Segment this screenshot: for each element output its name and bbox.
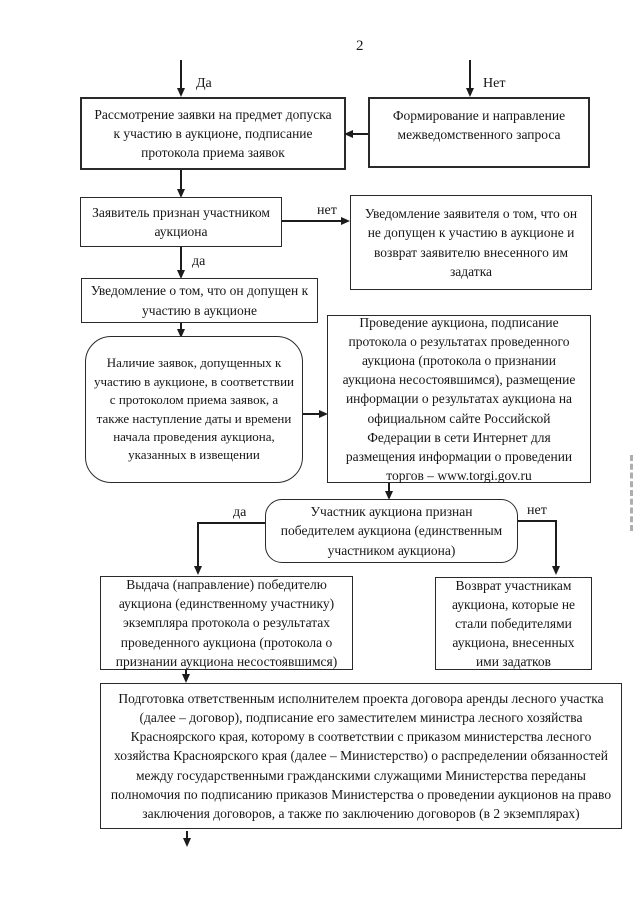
connector-line-yes-mid — [180, 247, 182, 272]
arrow-down-icon — [176, 189, 185, 198]
connector-line-no-decision — [518, 520, 557, 522]
connector-line — [303, 413, 320, 415]
node-review-application: Рассмотрение заявки на предмет допуска к… — [80, 97, 346, 170]
connector-line-no-mid — [282, 220, 342, 222]
connector-line-no-decision-v — [555, 520, 557, 567]
connector-line-top-yes — [180, 60, 182, 88]
branch-label-no-mid: нет — [317, 203, 337, 218]
node-applicant-recognized: Заявитель признан участником аукциона — [80, 197, 282, 247]
arrow-down-icon — [182, 838, 191, 847]
connector-line-top-no — [469, 60, 471, 88]
arrow-right-icon — [319, 409, 328, 418]
arrow-down-icon — [551, 566, 560, 575]
arrow-down-icon — [176, 270, 185, 279]
connector-line-yes-decision-v — [197, 522, 199, 567]
branch-label-yes-mid: да — [192, 254, 206, 269]
arrow-down-icon — [176, 329, 185, 338]
connector-line — [180, 323, 182, 330]
connector-line-exit — [186, 831, 188, 839]
node-denial-notice: Уведомление заявителя о том, что он не д… — [350, 195, 592, 290]
branch-label-no-top: Нет — [483, 76, 506, 91]
branch-label-no-decision: нет — [527, 503, 547, 518]
arrow-down-icon — [181, 674, 190, 683]
node-admission-notice: Уведомление о том, что он допущен к учас… — [81, 278, 318, 323]
connector-line — [388, 483, 390, 492]
node-auction-conduct: Проведение аукциона, подписание протокол… — [327, 315, 591, 483]
node-deposit-refund: Возврат участникам аукциона, которые не … — [435, 577, 592, 670]
connector-line-yes-decision — [197, 522, 265, 524]
arrow-down-icon — [384, 491, 393, 500]
arrow-right-icon — [341, 216, 350, 225]
node-interagency-request: Формирование и направление межведомствен… — [368, 97, 590, 168]
node-protocol-issue: Выдача (направление) победителю аукциона… — [100, 576, 353, 670]
scan-artifact — [630, 455, 633, 531]
page-number: 2 — [356, 38, 364, 54]
connector-line — [185, 670, 187, 675]
arrow-left-icon — [344, 129, 353, 138]
node-contract-preparation: Подготовка ответственным исполнителем пр… — [100, 683, 622, 829]
connector-line — [180, 170, 182, 190]
arrow-down-icon — [176, 88, 185, 97]
node-bids-presence-condition: Наличие заявок, допущенных к участию в а… — [85, 336, 303, 483]
connector-line-interagency — [352, 133, 368, 135]
branch-label-yes-top: Да — [196, 76, 212, 91]
node-winner-decision: Участник аукциона признан победителем ау… — [265, 499, 518, 563]
arrow-down-icon — [465, 88, 474, 97]
branch-label-yes-decision: да — [233, 505, 247, 520]
arrow-down-icon — [193, 566, 202, 575]
